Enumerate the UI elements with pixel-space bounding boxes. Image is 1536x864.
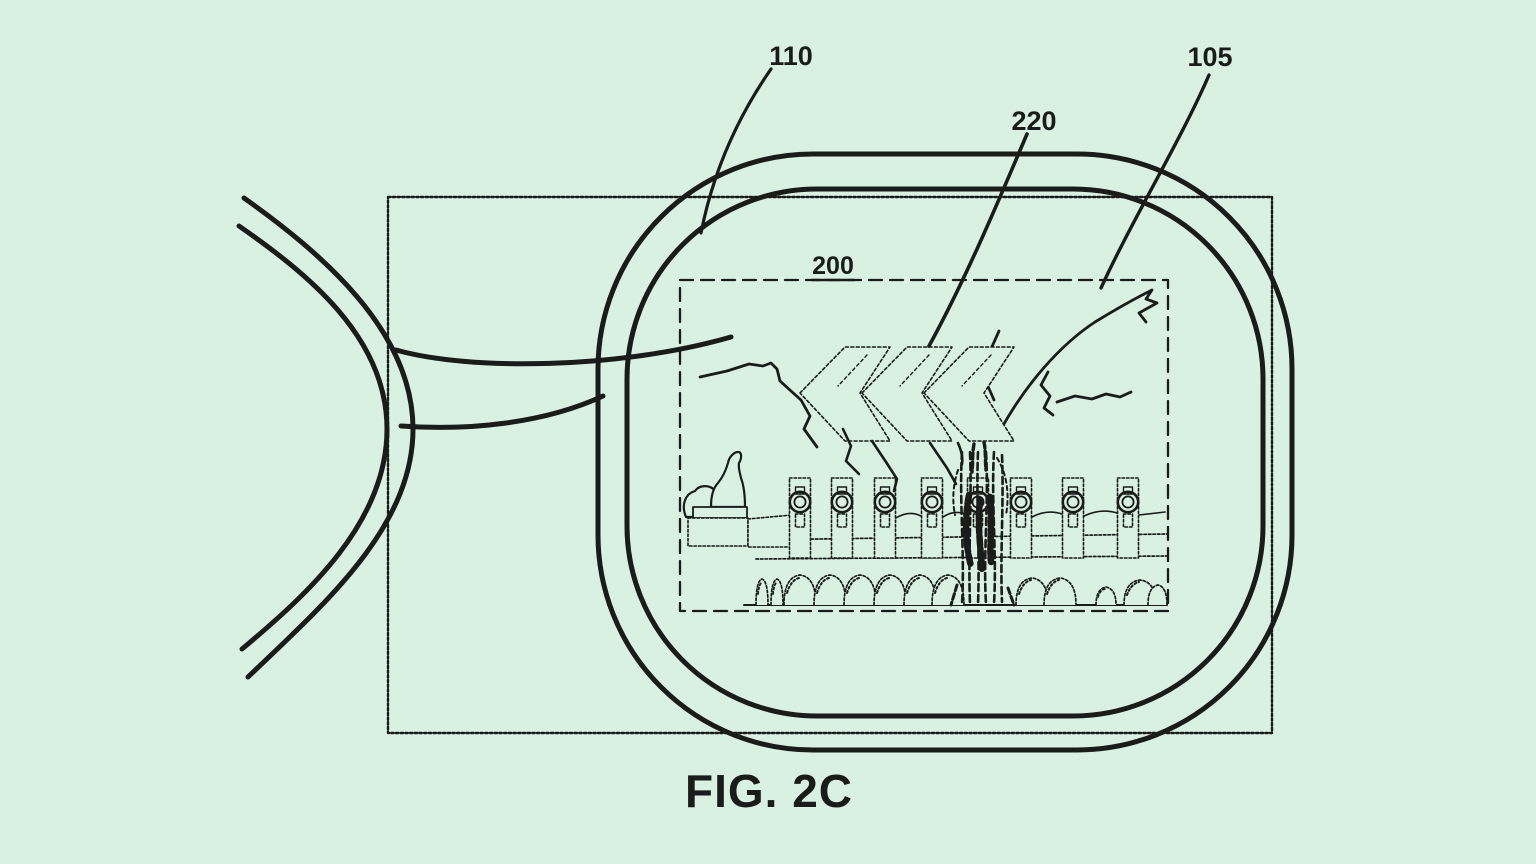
hedge-arc	[873, 574, 907, 606]
hedge-swag	[1138, 511, 1166, 516]
nose-bridge-bottom	[398, 393, 606, 430]
right-lens-outer	[595, 151, 1295, 753]
fountain-jet-top	[970, 442, 976, 474]
lamp-post	[1061, 477, 1085, 559]
fence-rail	[747, 533, 1168, 541]
tree-twig	[1055, 390, 1133, 404]
hedge-arcs	[755, 574, 1168, 606]
hedge-arc	[783, 574, 817, 606]
scene-view-content	[682, 288, 1168, 607]
tree-branches	[698, 288, 1159, 449]
leader-line-110	[699, 67, 773, 235]
chevron-left-icon	[799, 346, 891, 442]
display-area-outline	[386, 195, 1274, 735]
fountain-jet	[1000, 453, 1004, 604]
fountain-jet	[959, 450, 965, 606]
eyeglasses-frame	[236, 151, 1295, 753]
pedestal-top	[692, 506, 748, 519]
tree-branch-left	[698, 361, 819, 449]
hedge-arc	[843, 574, 877, 606]
hedge-arc	[755, 578, 769, 606]
fountain-jet	[968, 450, 972, 606]
statue-group	[682, 450, 793, 548]
tree-trunk	[870, 439, 899, 493]
ref-label-220: 220	[1011, 106, 1056, 136]
fountain-spray	[996, 457, 1009, 516]
fountain-jet-top	[982, 440, 988, 472]
fountain-jet	[983, 450, 989, 606]
lamp-post	[1009, 477, 1033, 559]
hedge-swag	[1031, 511, 1063, 518]
fountain-splash	[949, 583, 959, 607]
scene-view-box	[678, 278, 1170, 613]
nose-bridge-top	[393, 334, 734, 367]
fountain	[949, 440, 1016, 607]
hedge-arc	[931, 574, 965, 606]
pedestal-base	[687, 517, 749, 547]
leader-line-105	[1099, 73, 1211, 290]
tree-twig	[1039, 370, 1055, 417]
reference-labels: 110 105 220 200	[769, 41, 1233, 282]
tree-trunk	[928, 441, 958, 486]
lamp-post-row	[788, 477, 1140, 559]
leader-line-220	[927, 132, 1029, 348]
hedge-arc	[1015, 577, 1049, 606]
ref-label-105: 105	[1187, 42, 1232, 72]
hedge-swag	[895, 512, 922, 519]
ref-label-200: 200	[812, 252, 854, 280]
chevron-left-icon	[923, 346, 1015, 442]
fountain-core	[962, 491, 975, 570]
fountain-jet	[991, 450, 997, 606]
lamp-post	[830, 477, 854, 559]
lamp-post	[873, 477, 897, 559]
tree-trunk	[841, 427, 861, 476]
lamp-post	[788, 477, 812, 559]
left-lens-inner	[236, 223, 390, 652]
hedge-swag	[1083, 510, 1118, 517]
leader-lines	[699, 67, 1211, 348]
scene-view-outline	[678, 278, 1170, 613]
lamp-post	[920, 477, 944, 559]
hedge-arc	[813, 574, 847, 606]
right-lens-inner	[624, 186, 1266, 719]
hedge-arc	[1095, 586, 1117, 606]
fountain-core	[975, 496, 986, 574]
tree-branch-right	[998, 288, 1159, 433]
ref-label-110: 110	[769, 41, 813, 71]
display-area-rect	[386, 195, 1274, 735]
hedge-arc	[1147, 584, 1168, 606]
fountain-splash	[1006, 586, 1016, 607]
hedge-arc	[1043, 577, 1077, 606]
low-wall	[747, 514, 793, 548]
chevron-left-icon	[861, 346, 953, 442]
fountain-spray	[952, 469, 959, 516]
hedge-arc	[903, 574, 937, 606]
hedge-arc	[770, 578, 784, 606]
fountain-jet	[976, 450, 980, 606]
nav-chevrons-overlay	[799, 346, 1015, 442]
fountain-core	[986, 493, 995, 566]
lamp-post	[1116, 477, 1140, 559]
figure-caption: FIG. 2C	[685, 765, 853, 817]
statue	[709, 450, 747, 509]
